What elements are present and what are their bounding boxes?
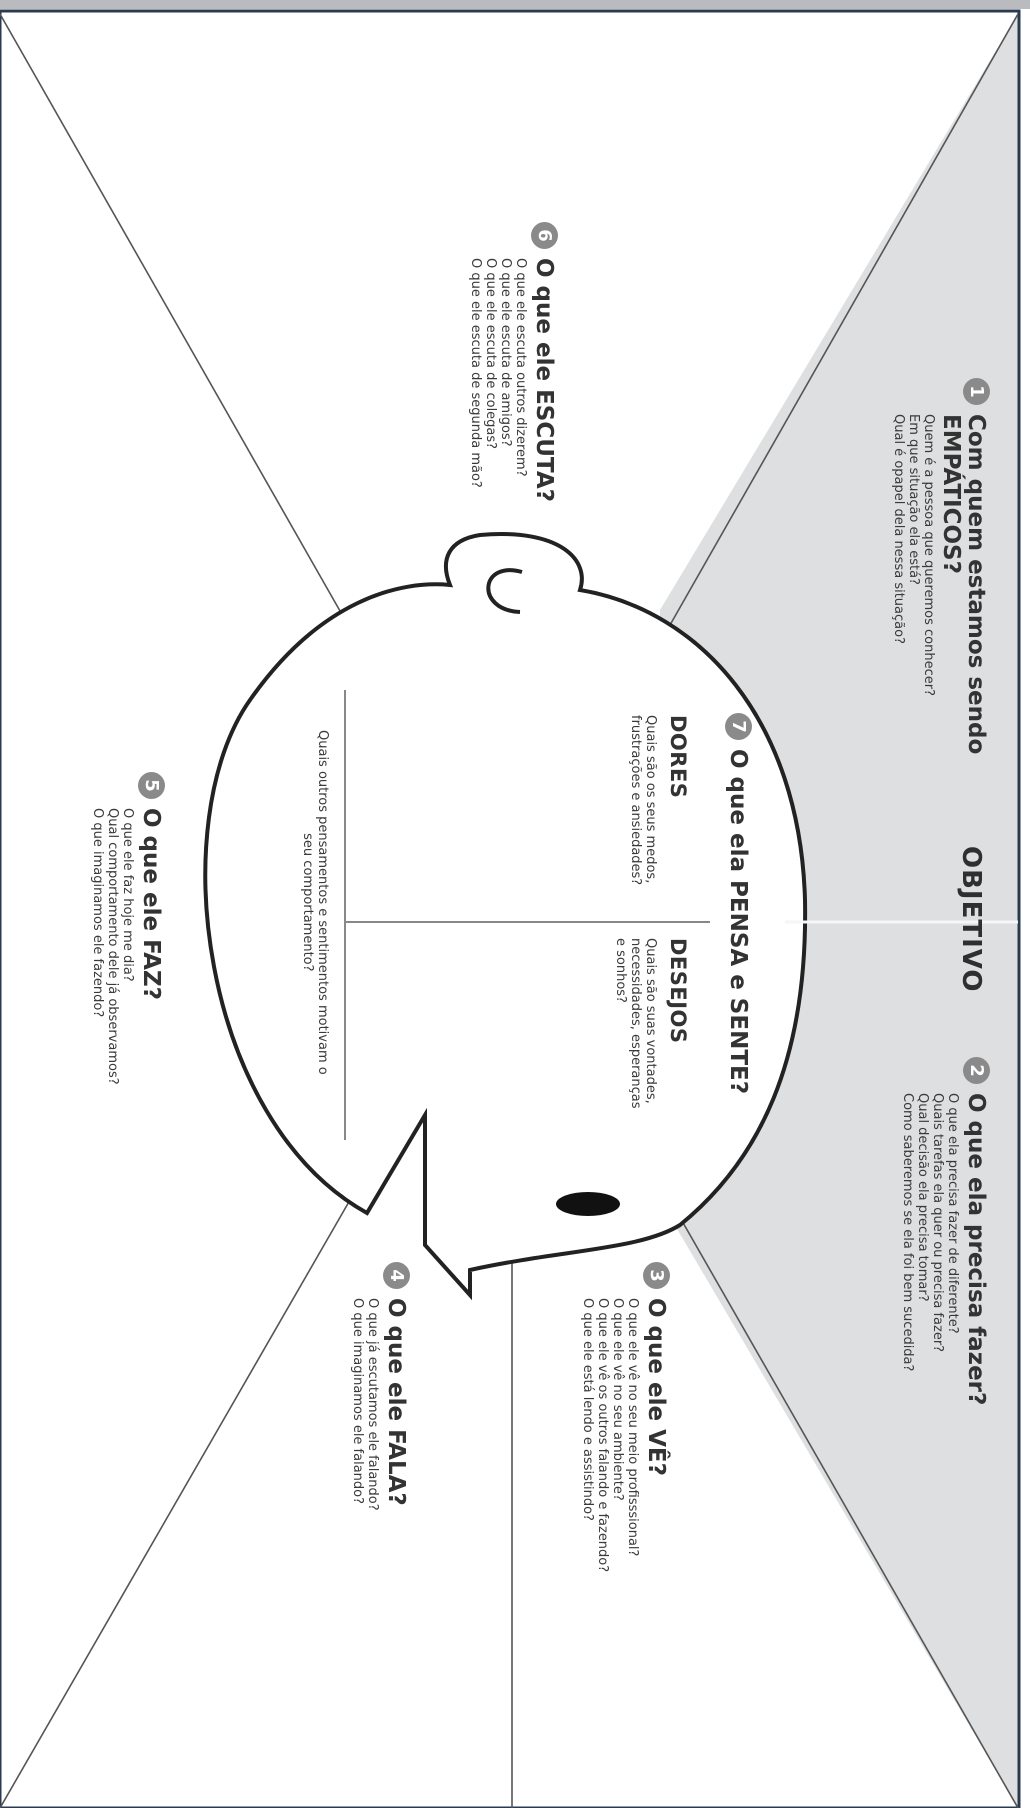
question-item: Qual é opapel dela nessa situação?: [890, 414, 906, 644]
section-thinks-feels: 7 O que ela PENSA e SENTE?: [725, 713, 752, 1094]
head-outline: [203, 532, 808, 1301]
question-item: Em que situação ela está?: [905, 414, 921, 585]
question-item: O que imaginamos ele fazendo?: [90, 808, 105, 1018]
section-title: 5 O que ele FAZ?: [138, 772, 165, 1085]
eye: [556, 1192, 620, 1216]
question-item: O que já escutamos ele falando?: [365, 1298, 380, 1511]
diagonal-bottom-right: [669, 1199, 1019, 1808]
desires-text-line: Quais são suas vontades,: [643, 938, 658, 1104]
question-item: O que ele está lendo e assistindo?: [580, 1298, 595, 1521]
section-number-badge: 5: [138, 772, 165, 799]
question-list: O que ele faz hoje me dia? Qual comporta…: [90, 808, 135, 1085]
question-item: Quem é a pessoa que queremos conhecer?: [920, 414, 936, 697]
section-number-badge: 3: [643, 1262, 670, 1289]
section-title: 4 O que ele FALA?: [383, 1262, 410, 1511]
section-title-line: O que ela PENSA e SENTE?: [725, 749, 751, 1095]
question-item: O que ele escuta de amigos?: [498, 258, 513, 447]
ear-curl: [486, 568, 523, 614]
grey-objective-area: [660, 14, 1018, 1808]
question-item: Qual decisão ela precisa tomar?: [915, 1093, 930, 1302]
pains-text: Quais são os seus medos, frustrações e a…: [628, 715, 658, 885]
question-item: Qual comportamento dele já observamos?: [105, 808, 120, 1085]
question-item: Como saberemos se ela foi bem sucedida?: [900, 1093, 915, 1372]
question-item: O que ela precisa fazer de diferente?: [945, 1093, 960, 1334]
question-list: O que ela precisa fazer de diferente? Qu…: [900, 1093, 960, 1405]
other-thoughts-block: Quais outros pensamentos e sentimentos m…: [300, 730, 330, 1075]
other-thoughts-text: Quais outros pensamentos e sentimentos m…: [300, 730, 330, 1075]
question-item: O que ele faz hoje me dia?: [120, 808, 135, 982]
section-number-badge: 1: [963, 378, 990, 405]
question-item: O que ele vê no seu meio profisssional?: [625, 1298, 640, 1557]
pains-text-line: Quais são os seus medos,: [643, 715, 658, 884]
question-item: Quais tarefas ela quer ou precisa fazer?: [930, 1093, 945, 1353]
section-title-line: O que ele VÊ?: [643, 1298, 669, 1476]
section-number-badge: 2: [963, 1057, 990, 1084]
other-thoughts-line: Quais outros pensamentos e sentimentos m…: [315, 730, 330, 1075]
section-title-line: O que ele FAZ?: [138, 808, 164, 1000]
section-title-line: O que ele ESCUTA?: [531, 258, 557, 502]
question-list: O que já escutamos ele falando? O que im…: [350, 1298, 380, 1511]
section-number-badge: 7: [725, 713, 752, 740]
section-title-line: Com quem estamos sendo: [963, 414, 989, 755]
scan-top-strip: [0, 0, 1030, 9]
other-thoughts-line: seu comportamento?: [300, 833, 315, 972]
diagonal-top-right: [669, 13, 1019, 626]
pains-title: DORES: [666, 715, 690, 799]
section-title: 3 O que ele VÊ?: [643, 1262, 670, 1572]
objective-label: OBJETIVO: [956, 846, 986, 993]
section-title-line: O que ele FALA?: [383, 1298, 409, 1506]
question-list: O que ele escuta outros dizerem? O que e…: [468, 258, 528, 502]
section-hears: 6 O que ele ESCUTA? O que ele escuta outr…: [468, 222, 558, 502]
section-sees: 3 O que ele VÊ? O que ele vê no seu meio …: [580, 1262, 670, 1572]
desires-text-line: e sonhos?: [613, 938, 628, 1003]
diagonal-top-left: [0, 13, 349, 626]
section-empathy-target: 1Com quem estamos sendo EMPÁTICOS? Quem …: [891, 378, 990, 754]
section-title: 7 O que ela PENSA e SENTE?: [725, 713, 752, 1094]
question-item: O que ele escuta outros dizerem?: [513, 258, 528, 477]
pains-text-line: frustrações e ansiedades?: [628, 715, 643, 886]
section-does: 5 O que ele FAZ? O que ele faz hoje me di…: [90, 772, 165, 1085]
pains-block: DORES Quais são os seus medos, frustraçõ…: [628, 715, 690, 885]
section-title: 1Com quem estamos sendo EMPÁTICOS?: [938, 378, 990, 755]
section-title-line: EMPÁTICOS?: [938, 414, 964, 574]
desires-text: Quais são suas vontades, necessidades, e…: [613, 938, 658, 1109]
section-title: 2 O que ela precisa fazer?: [963, 1057, 990, 1405]
outer-frame: [0, 9, 1021, 1808]
question-item: O que ele escuta de colegas?: [483, 258, 498, 450]
question-item: O que ele vê no seu ambiente?: [610, 1298, 625, 1501]
question-item: O que ele escuta de segunda mão?: [468, 258, 483, 488]
section-title: 6 O que ele ESCUTA?: [531, 222, 558, 502]
question-item: O que ele vê os outros falando e fazendo…: [595, 1298, 610, 1573]
desires-text-line: necessidades, esperanças: [628, 938, 643, 1109]
section-needs-to-do: 2 O que ela precisa fazer? O que ela prec…: [900, 1057, 990, 1405]
diagonal-bottom-left: [0, 1199, 351, 1808]
question-list: O que ele vê no seu meio profisssional? …: [580, 1298, 640, 1572]
section-says: 4 O que ele FALA? O que já escutamos ele …: [350, 1262, 410, 1511]
question-item: O que imaginamos ele falando?: [350, 1298, 365, 1505]
section-title-line: O que ela precisa fazer?: [963, 1093, 989, 1406]
section-number-badge: 4: [383, 1262, 410, 1289]
desires-block: DESEJOS Quais são suas vontades, necessi…: [613, 938, 690, 1109]
section-number-badge: 6: [531, 222, 558, 249]
desires-title: DESEJOS: [666, 938, 690, 1044]
question-list: Quem é a pessoa que queremos conhecer? E…: [891, 414, 936, 754]
